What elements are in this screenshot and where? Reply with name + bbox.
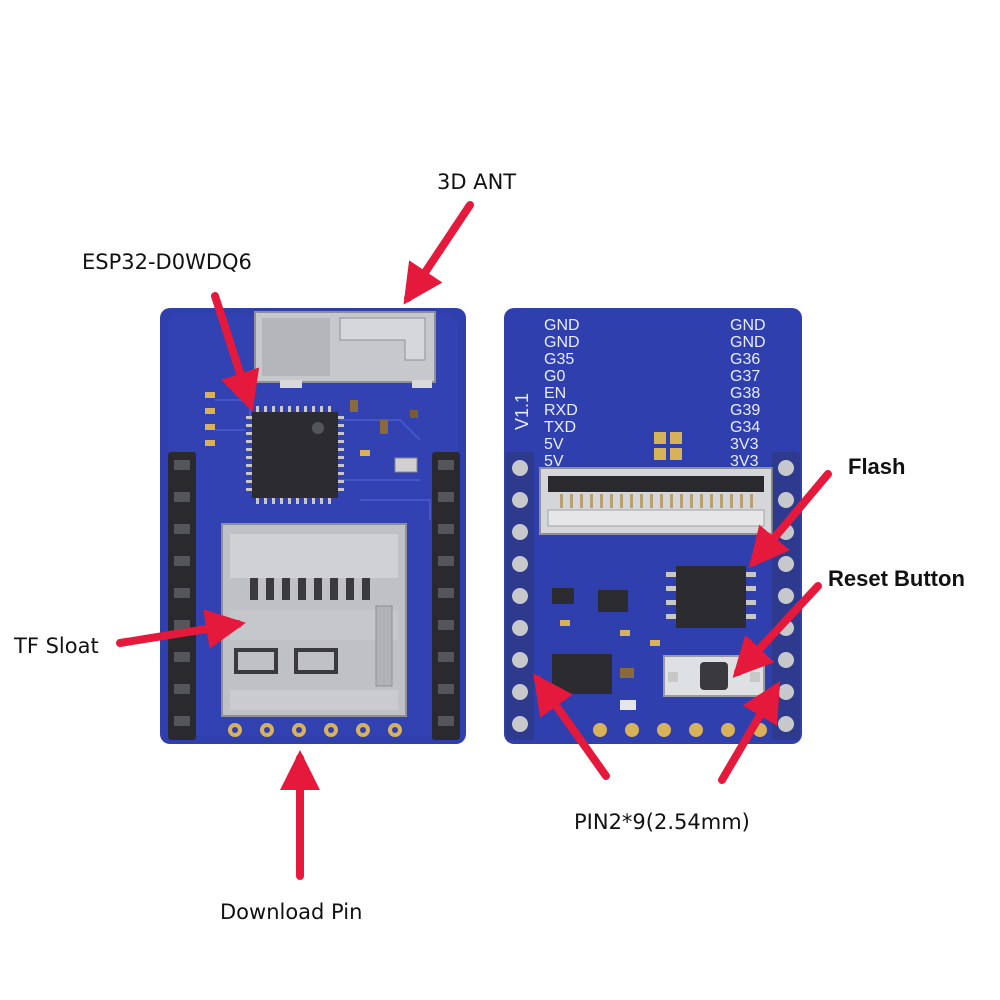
label-flash: Flash xyxy=(848,454,906,479)
pin-label: GND xyxy=(544,334,580,351)
pin-label: GND xyxy=(544,317,580,334)
label-esp32-chip: ESP32-D0WDQ6 xyxy=(82,250,252,274)
antenna-3d xyxy=(254,311,436,388)
pin-label: G37 xyxy=(730,368,760,385)
arrow-flash xyxy=(748,470,832,569)
label-reset-button: Reset Button xyxy=(828,566,965,591)
board-version: V1.1 xyxy=(512,393,532,430)
pin-label: TXD xyxy=(544,419,576,436)
label-3d-ant: 3D ANT xyxy=(437,170,517,194)
pin-label: EN xyxy=(544,385,566,402)
back-bottom-pads xyxy=(593,723,767,737)
arrow-antenna xyxy=(403,201,474,305)
arrow-reset xyxy=(732,582,822,678)
back-left-pin-labels: GND GND G35 G0 EN RXD TXD 5V 5V xyxy=(544,317,580,470)
front-board xyxy=(160,308,466,744)
pin-label: 3V3 xyxy=(730,436,759,453)
pin-label: GND xyxy=(730,317,766,334)
pin-label: 5V xyxy=(544,436,564,453)
pin-label: GND xyxy=(730,334,766,351)
label-pin-header: PIN2*9(2.54mm) xyxy=(574,810,750,834)
pin-label: RXD xyxy=(544,402,578,419)
arrow-chip xyxy=(211,292,260,412)
pcb-traces xyxy=(215,379,431,520)
label-tf-slot: TF Sloat xyxy=(14,634,99,658)
pin-label: G0 xyxy=(544,368,565,385)
pin-label: G38 xyxy=(730,385,760,402)
arrows xyxy=(116,201,832,880)
back-right-pin-labels: GND GND G36 G37 G38 G39 G34 3V3 3V3 xyxy=(730,317,766,470)
test-pads xyxy=(654,432,682,460)
pin-label: G35 xyxy=(544,351,574,368)
pin-label: 3V3 xyxy=(730,453,759,470)
pin-label: G34 xyxy=(730,419,760,436)
fpc-connector xyxy=(539,467,773,535)
tf-card-slot xyxy=(221,523,407,717)
arrow-pin-left xyxy=(533,673,610,780)
flash-chip xyxy=(666,566,756,628)
arrow-tf-slot xyxy=(116,609,246,649)
pin-label: G39 xyxy=(730,402,760,419)
label-download-pin: Download Pin xyxy=(220,900,363,924)
esp32-chip xyxy=(246,406,344,504)
arrow-pin-right xyxy=(718,681,781,784)
back-right-header xyxy=(772,452,800,740)
pin-label: 5V xyxy=(544,453,564,470)
back-left-header xyxy=(506,452,534,740)
back-board: GND GND G35 G0 EN RXD TXD 5V 5V GND GND … xyxy=(504,308,802,744)
smd-components xyxy=(205,392,418,473)
pin-label: G36 xyxy=(730,351,760,368)
